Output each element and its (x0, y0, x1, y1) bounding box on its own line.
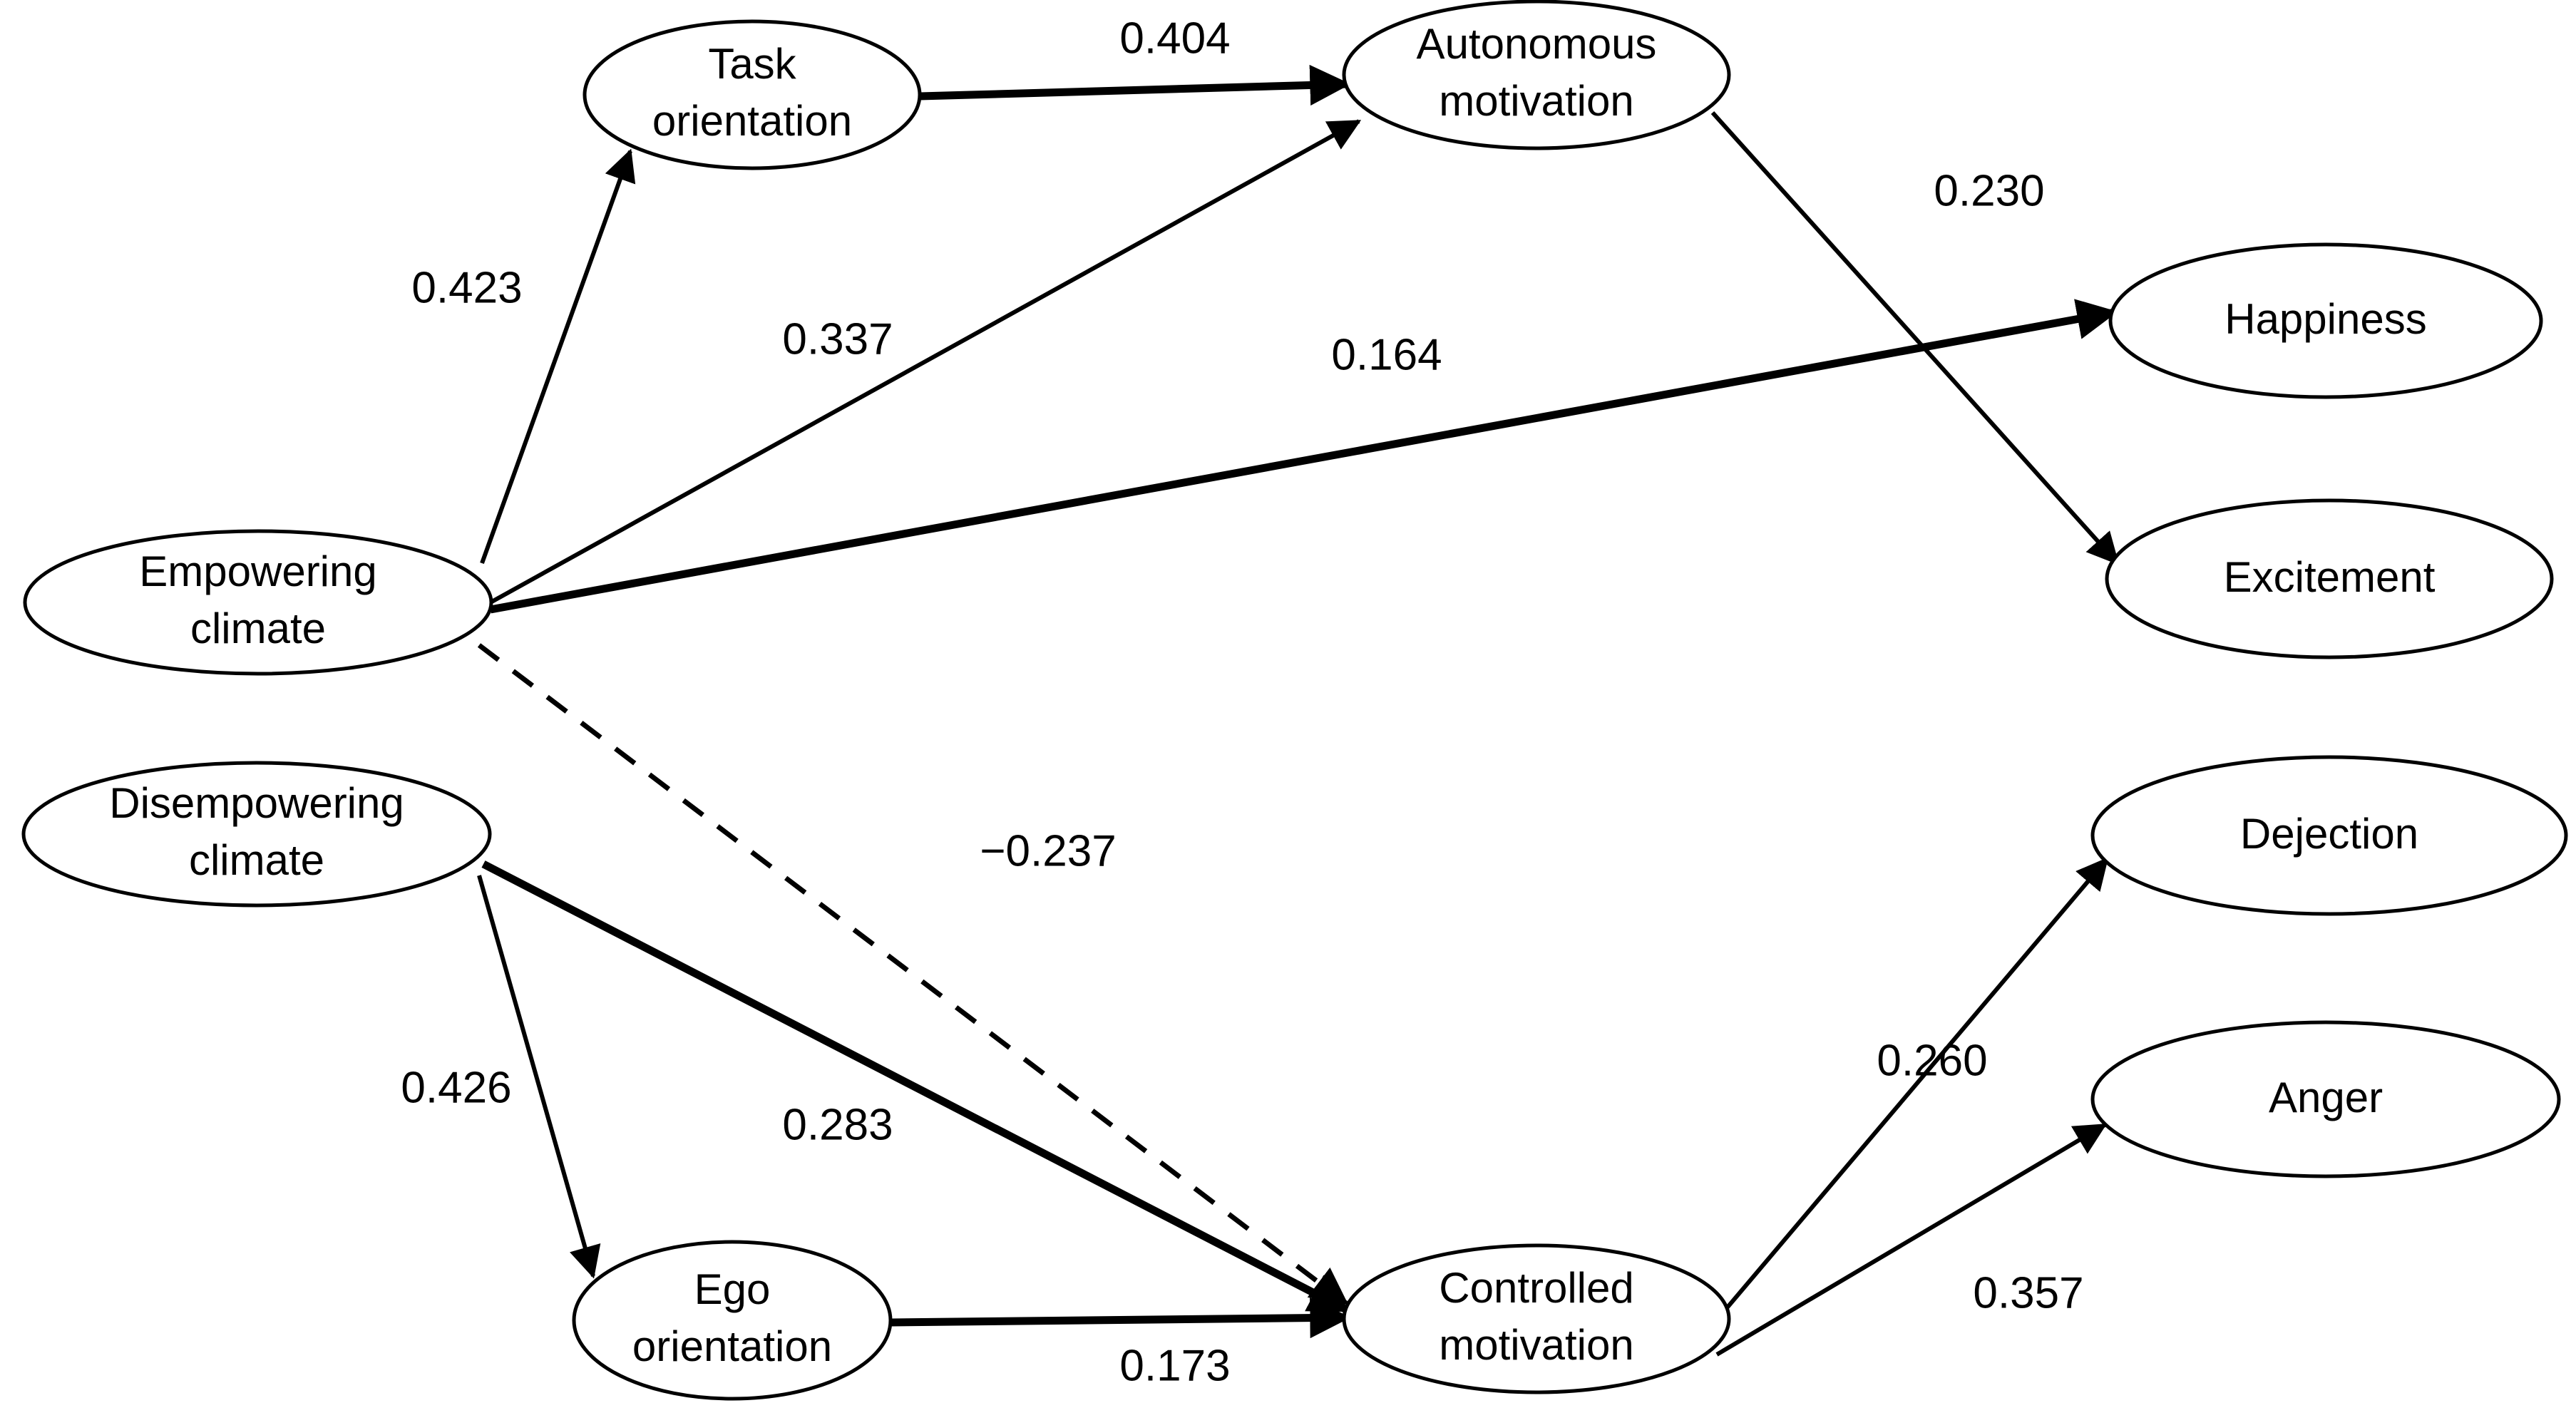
edge-empowering-to-controlled-motivation[interactable]: −0.237 (477, 643, 1349, 1305)
edge-label-ego-controlled: 0.173 (1119, 1341, 1230, 1390)
node-ego-orientation[interactable]: Ego orientation (572, 1240, 893, 1401)
edge-label-dis-controlled: 0.283 (782, 1100, 893, 1149)
node-shape-dejection (2090, 755, 2568, 916)
edge-line-emp-auto (489, 119, 1362, 605)
edge-line-ego-controlled (891, 1297, 1351, 1339)
node-excitement[interactable]: Excitement (2105, 498, 2554, 659)
edge-autonomous-motivation-to-excitement[interactable]: 0.230 (1710, 111, 2120, 565)
edge-line-dis-controlled (481, 860, 1351, 1314)
node-dejection[interactable]: Dejection (2090, 755, 2568, 916)
edges-layer: 0.423 0.337 0.164 −0.237 0.426 (401, 14, 2120, 1390)
node-autonomous-motivation[interactable]: Autonomous motivation (1342, 0, 1731, 150)
edge-line-emp-task (480, 148, 636, 565)
edge-controlled-motivation-to-dejection[interactable]: 0.260 (1696, 857, 2109, 1343)
edge-label-emp-controlled: −0.237 (980, 826, 1116, 875)
node-controlled-motivation[interactable]: Controlled motivation (1342, 1243, 1731, 1394)
edge-line-auto-excitement (1710, 111, 2120, 565)
edge-line-controlled-dejection (1696, 857, 2109, 1343)
node-shape-controlled-motivation (1342, 1243, 1731, 1394)
edge-empowering-to-task-orientation[interactable]: 0.423 (411, 148, 636, 565)
edge-label-controlled-dejection: 0.260 (1877, 1036, 1987, 1085)
edge-empowering-to-happiness[interactable]: 0.164 (490, 299, 2118, 614)
edge-label-emp-task: 0.423 (411, 263, 522, 312)
edge-label-controlled-anger: 0.357 (1973, 1268, 2083, 1317)
node-shape-empowering-climate (23, 529, 493, 676)
edge-task-orientation-to-autonomous-motivation[interactable]: 0.404 (919, 14, 1351, 106)
node-happiness[interactable]: Happiness (2108, 242, 2543, 399)
node-shape-autonomous-motivation (1342, 0, 1731, 150)
node-task-orientation[interactable]: Task orientation (583, 19, 922, 170)
edge-line-emp-controlled (477, 643, 1349, 1305)
node-shape-happiness (2108, 242, 2543, 399)
nodes-layer: Empowering climate Disempowering climate… (21, 0, 2568, 1401)
node-shape-task-orientation (583, 19, 922, 170)
edge-label-emp-auto: 0.337 (782, 314, 893, 364)
node-shape-ego-orientation (572, 1240, 893, 1401)
edge-line-emp-happy (490, 299, 2118, 614)
edge-line-task-auto (919, 64, 1351, 106)
node-disempowering-climate[interactable]: Disempowering climate (21, 761, 492, 908)
node-shape-excitement (2105, 498, 2554, 659)
node-empowering-climate[interactable]: Empowering climate (23, 529, 493, 676)
edge-controlled-motivation-to-anger[interactable]: 0.357 (1715, 1123, 2108, 1357)
edge-disempowering-to-ego-orientation[interactable]: 0.426 (401, 875, 601, 1279)
edge-label-task-auto: 0.404 (1119, 14, 1230, 63)
node-anger[interactable]: Anger (2090, 1020, 2561, 1178)
edge-label-auto-excitement: 0.230 (1934, 166, 2044, 215)
edge-line-controlled-anger (1715, 1123, 2108, 1357)
node-shape-disempowering-climate (21, 761, 492, 908)
edge-line-dis-ego (477, 875, 601, 1279)
node-shape-anger (2090, 1020, 2561, 1178)
edge-label-emp-happy: 0.164 (1331, 330, 1442, 379)
edge-label-dis-ego: 0.426 (401, 1063, 511, 1112)
edge-disempowering-to-controlled-motivation[interactable]: 0.283 (481, 860, 1351, 1314)
edge-ego-orientation-to-controlled-motivation[interactable]: 0.173 (891, 1297, 1351, 1390)
